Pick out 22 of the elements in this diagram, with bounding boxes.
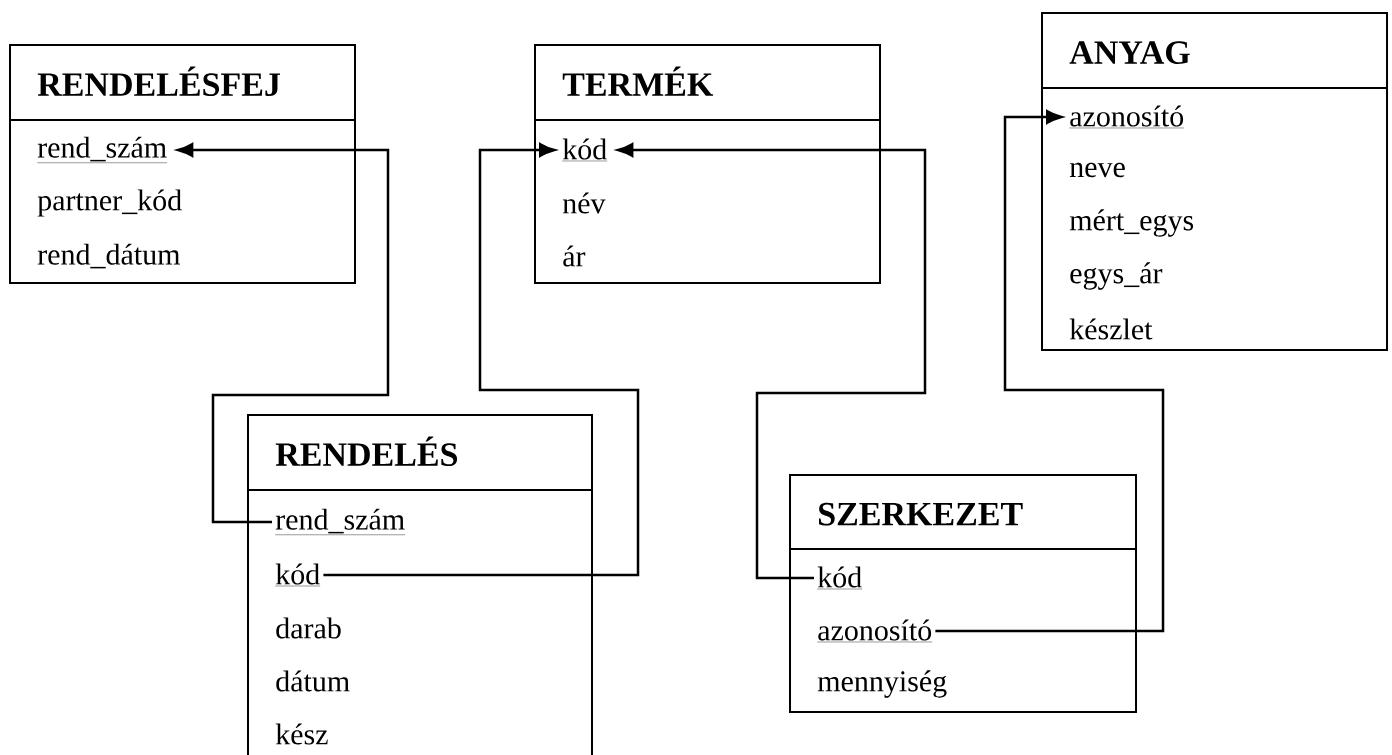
arrow (323, 143, 640, 577)
attribute-name: ár (563, 245, 586, 267)
attribute-name: egys_ár (1070, 262, 1163, 290)
attribute-name: rend_szám (275, 508, 406, 535)
attribute-name: rend_szám (37, 136, 168, 163)
attribute-name: kész (275, 723, 328, 745)
attribute-name: készlet (1069, 318, 1153, 340)
attribute-name: kód (817, 566, 863, 590)
attribute-name: kód (562, 138, 608, 162)
arrow (935, 110, 1165, 633)
attribute-name: mért_egys (1069, 209, 1194, 237)
attribute-name: rend_dátum (37, 243, 181, 269)
attribute-name: partner_kód (37, 189, 182, 217)
attribute-name: azonosító (1069, 105, 1185, 129)
attribute-name: neve (1069, 162, 1125, 178)
attribute-name: kód (275, 563, 321, 587)
attribute-name: darab (276, 617, 341, 639)
arrow (176, 143, 390, 524)
attribute-name: dátum (276, 670, 350, 692)
attribute-name: mennyiség (817, 670, 947, 698)
attribute-name: név (562, 192, 606, 214)
attribute-name: azonosító (817, 619, 933, 643)
